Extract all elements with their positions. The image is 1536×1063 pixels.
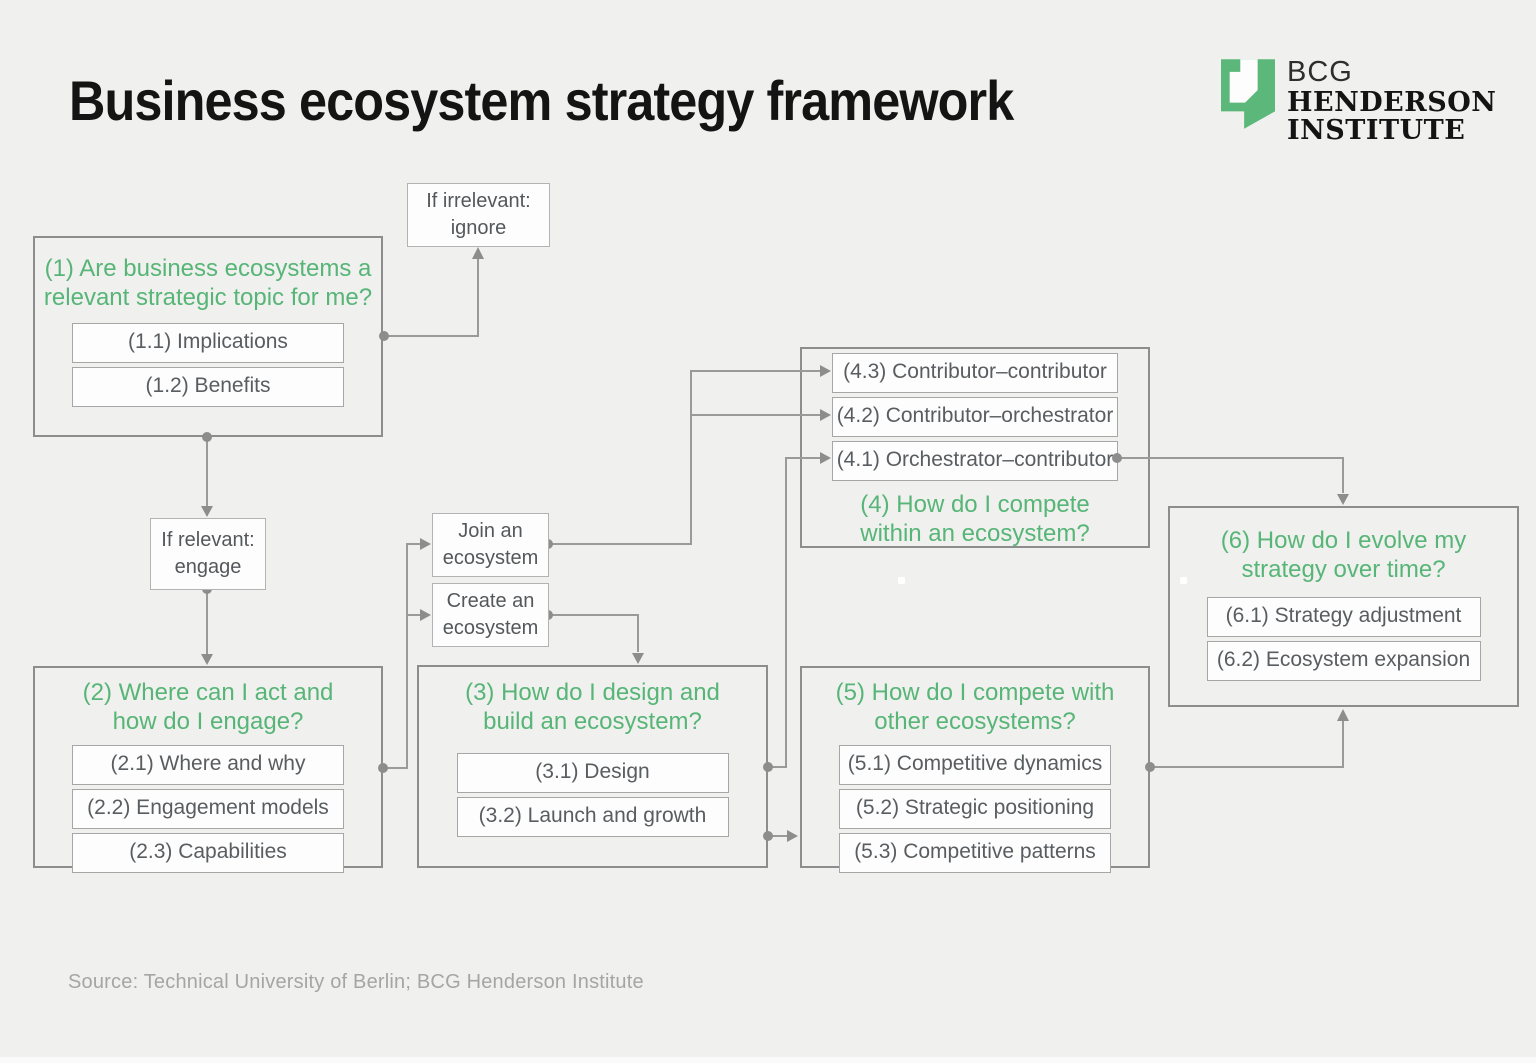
tag-create-ecosystem: Create an ecosystem	[432, 583, 549, 647]
panel-2-heading: (2) Where can I act and how do I engage?	[82, 679, 334, 736]
panel-6-heading: (6) How do I evolve my strategy over tim…	[1220, 527, 1467, 584]
source-note: Source: Technical University of Berlin; …	[68, 971, 644, 993]
panel-4-compete-within: (4.3) Contributor–contributor (4.2) Cont…	[800, 347, 1150, 548]
bcg-henderson-institute-logo: BCG HENDERSON INSTITUTE	[1221, 58, 1496, 144]
item-2-1-where-and-why: (2.1) Where and why	[72, 744, 344, 785]
item-1-1-implications: (1.1) Implications	[72, 322, 344, 363]
panel-5-compete-other: (5) How do I compete with other ecosyste…	[800, 666, 1150, 873]
speech-bubble-quote-icon	[1221, 59, 1275, 129]
item-3-2-launch-and-growth: (3.2) Launch and growth	[456, 796, 729, 837]
item-5-1-competitive-dynamics: (5.1) Competitive dynamics	[839, 744, 1111, 785]
item-4-3-contributor-contributor: (4.3) Contributor–contributor	[832, 353, 1118, 393]
item-4-1-orchestrator-contributor: (4.1) Orchestrator–contributor	[832, 441, 1118, 481]
tag-join-ecosystem-label: Join an ecosystem	[442, 520, 539, 569]
logo-henderson-label: HENDERSON	[1287, 87, 1497, 118]
tag-if-relevant-label: If relevant: engage	[161, 529, 255, 578]
item-6-1-strategy-adjustment: (6.1) Strategy adjustment	[1206, 596, 1481, 637]
panel-1-heading: (1) Are business ecosystems a relevant s…	[43, 255, 373, 312]
panel-6-evolve-strategy: (6) How do I evolve my strategy over tim…	[1168, 506, 1519, 707]
tag-create-ecosystem-label: Create an ecosystem	[442, 590, 539, 639]
item-5-3-competitive-patterns: (5.3) Competitive patterns	[839, 832, 1111, 873]
panel-5-heading: (5) How do I compete with other ecosyste…	[835, 679, 1115, 736]
bottom-strip	[0, 1057, 1536, 1063]
tag-if-irrelevant-label: If irrelevant: ignore	[426, 190, 531, 239]
logo-institute-label: INSTITUTE	[1287, 115, 1466, 146]
item-4-2-contributor-orchestrator: (4.2) Contributor–orchestrator	[832, 397, 1118, 437]
panel-2-where-act-engage: (2) Where can I act and how do I engage?…	[33, 666, 383, 873]
tag-if-relevant: If relevant: engage	[150, 518, 266, 590]
logo-bcg-label: BCG	[1287, 56, 1353, 88]
tag-if-irrelevant: If irrelevant: ignore	[407, 183, 550, 247]
item-3-1-design: (3.1) Design	[456, 752, 729, 793]
connector-dots	[202, 331, 1155, 841]
panel-3-heading: (3) How do I design and build an ecosyst…	[465, 679, 720, 736]
item-1-2-benefits: (1.2) Benefits	[72, 366, 344, 407]
page-title: Business ecosystem strategy framework	[69, 69, 1014, 132]
item-6-2-ecosystem-expansion: (6.2) Ecosystem expansion	[1206, 640, 1481, 681]
panel-3-design-build: (3) How do I design and build an ecosyst…	[417, 665, 768, 868]
item-2-2-engagement-models: (2.2) Engagement models	[72, 788, 344, 829]
artifact-white-square	[898, 577, 905, 584]
panel-4-heading: (4) How do I compete within an ecosystem…	[860, 491, 1090, 548]
item-2-3-capabilities: (2.3) Capabilities	[72, 832, 344, 873]
logo-text: BCG HENDERSON INSTITUTE	[1287, 56, 1497, 146]
item-5-2-strategic-positioning: (5.2) Strategic positioning	[839, 788, 1111, 829]
artifact-white-square	[1180, 577, 1187, 584]
tag-join-ecosystem: Join an ecosystem	[432, 513, 549, 577]
arrowheads	[201, 247, 1349, 842]
